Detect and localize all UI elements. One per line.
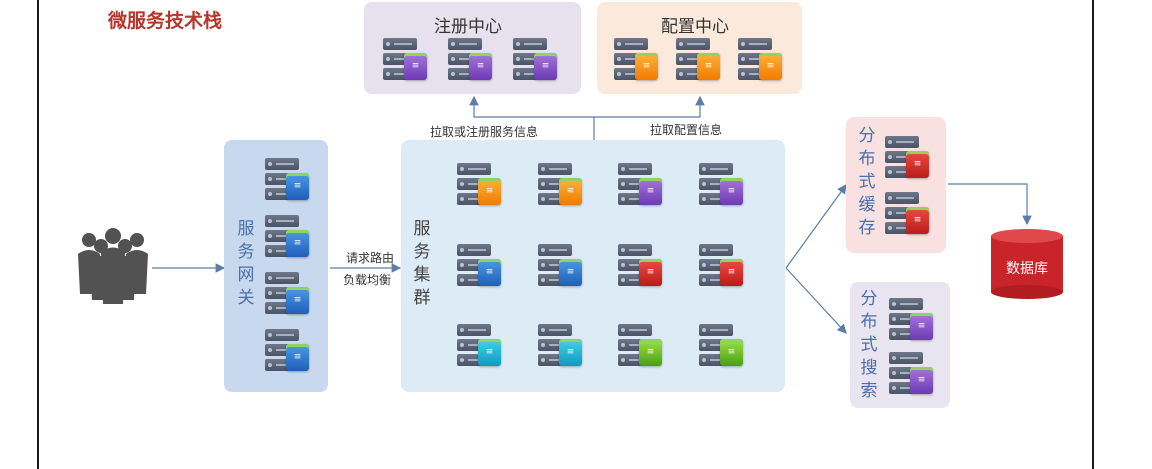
cache-server-icon: ≡ bbox=[885, 192, 931, 236]
cluster-label: 服务集群 bbox=[413, 219, 431, 308]
cluster-server-icon: ≡ bbox=[457, 324, 503, 368]
cluster-server-icon: ≡ bbox=[538, 324, 584, 368]
search-server-icon: ≡ bbox=[889, 298, 935, 342]
cluster-server-icon: ≡ bbox=[538, 163, 584, 207]
registry-server-icon: ≡ bbox=[383, 38, 429, 82]
gateway-server-icon: ≡ bbox=[265, 272, 311, 316]
right-border bbox=[1092, 0, 1094, 469]
config-server-icon: ≡ bbox=[614, 38, 660, 82]
cluster-to-config-arrow bbox=[594, 95, 705, 118]
edge-label-route: 请求路由 bbox=[346, 251, 395, 265]
cluster-server-icon: ≡ bbox=[699, 163, 745, 207]
gateway-label: 服务网关 bbox=[237, 219, 255, 308]
cluster-server-icon: ≡ bbox=[699, 324, 745, 368]
config-server-icon: ≡ bbox=[738, 38, 784, 82]
users-icon bbox=[78, 228, 148, 304]
registry-server-icon: ≡ bbox=[448, 38, 494, 82]
registry-title: 注册中心 bbox=[434, 17, 502, 37]
search-server-icon: ≡ bbox=[889, 352, 935, 396]
cluster-server-icon: ≡ bbox=[457, 163, 503, 207]
cluster-server-icon: ≡ bbox=[618, 163, 664, 207]
cluster-server-icon: ≡ bbox=[699, 244, 745, 288]
cluster-server-icon: ≡ bbox=[538, 244, 584, 288]
cluster-to-search-arrow bbox=[785, 267, 847, 334]
cluster-server-icon: ≡ bbox=[618, 324, 664, 368]
edge-label-balance: 负载均衡 bbox=[343, 273, 392, 287]
config-title: 配置中心 bbox=[661, 17, 729, 37]
edge-label-pull-config: 拉取配置信息 bbox=[650, 123, 723, 137]
cache-label: 分布式缓存 bbox=[858, 126, 876, 238]
left-border bbox=[37, 0, 39, 469]
config-server-icon: ≡ bbox=[676, 38, 722, 82]
page-title: 微服务技术栈 bbox=[108, 10, 223, 32]
database-icon bbox=[991, 229, 1063, 299]
cache-server-icon: ≡ bbox=[885, 136, 931, 180]
gateway-server-icon: ≡ bbox=[265, 215, 311, 259]
cluster-server-icon: ≡ bbox=[457, 244, 503, 288]
database-label: 数据库 bbox=[1006, 261, 1048, 277]
cluster-to-cache-arrow bbox=[785, 184, 847, 269]
gateway-server-icon: ≡ bbox=[265, 158, 311, 202]
edge-label-pull-register: 拉取或注册服务信息 bbox=[430, 125, 539, 139]
search-label: 分布式搜索 bbox=[860, 289, 878, 401]
gateway-server-icon: ≡ bbox=[265, 329, 311, 373]
registry-server-icon: ≡ bbox=[513, 38, 559, 82]
cache-to-database-arrow bbox=[948, 183, 1032, 226]
cluster-to-registry-arrow bbox=[469, 95, 595, 140]
cluster-server-icon: ≡ bbox=[618, 244, 664, 288]
